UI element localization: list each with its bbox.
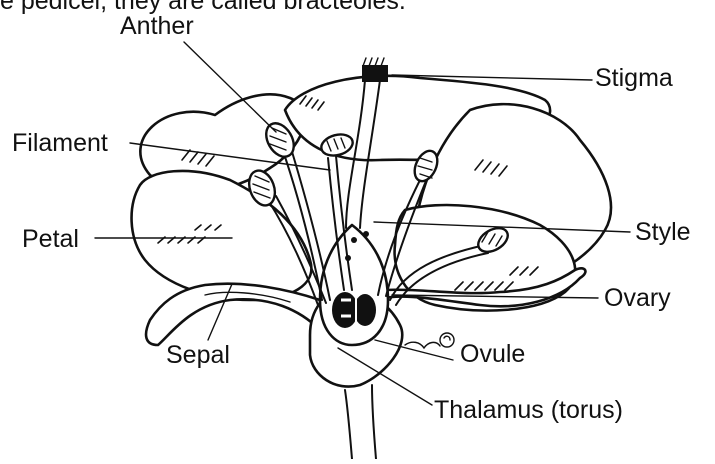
label-filament: Filament — [12, 129, 108, 157]
label-ovary: Ovary — [604, 284, 671, 312]
label-ovule: Ovule — [460, 340, 525, 368]
label-style: Style — [635, 218, 691, 246]
ovule-detail — [405, 333, 454, 348]
label-thalamus: Thalamus (torus) — [434, 396, 623, 424]
label-sepal: Sepal — [166, 341, 230, 369]
label-anther: Anther — [120, 12, 194, 40]
caption-fragment: e pedicel, they are called bracteoles. — [0, 0, 406, 15]
stigma-shape — [362, 65, 388, 82]
label-stigma: Stigma — [595, 64, 673, 92]
label-petal: Petal — [22, 225, 79, 253]
